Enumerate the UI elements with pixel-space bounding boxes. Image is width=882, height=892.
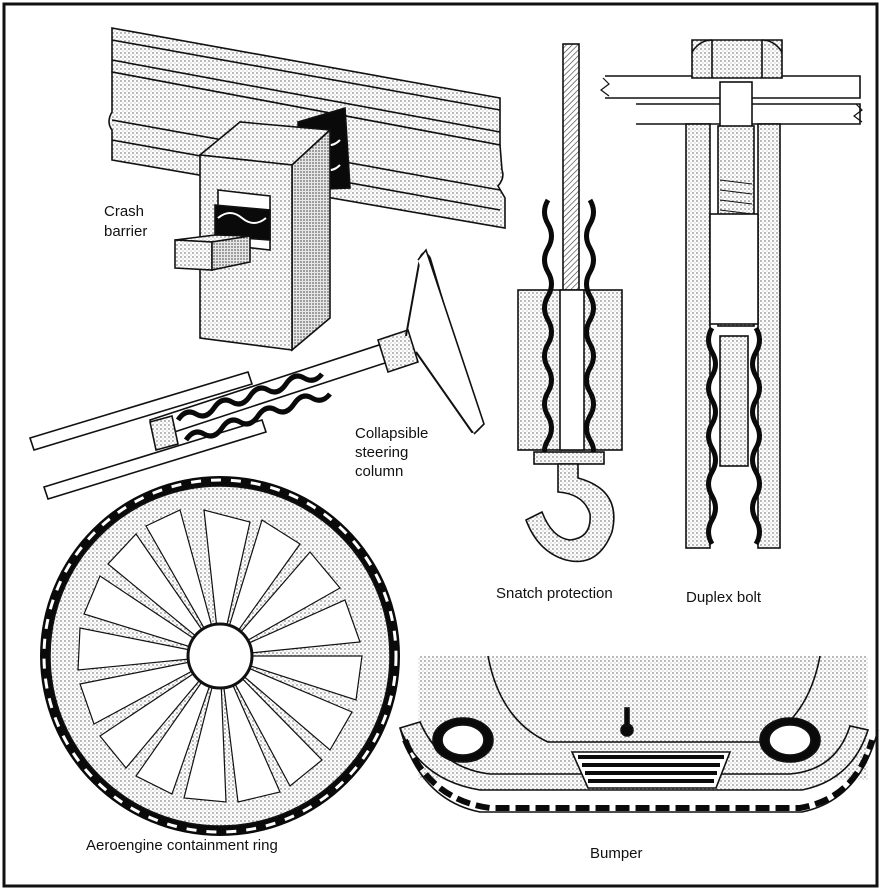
- aeroengine-ring-label: Aeroengine containment ring: [86, 837, 278, 854]
- snatch-protection-label: Snatch protection: [496, 585, 613, 602]
- crash-barrier-drawing: [108, 27, 506, 352]
- snatch-protection-drawing: [517, 43, 623, 563]
- crash-barrier-label-line2: barrier: [104, 223, 147, 240]
- steering-column-drawing: [28, 248, 485, 500]
- bumper-drawing: [398, 655, 879, 813]
- duplex-bolt-drawing: [600, 39, 863, 549]
- steering-column-label-line1: Collapsible: [355, 425, 428, 442]
- crash-barrier-label-line1: Crash: [104, 203, 144, 220]
- steering-column-label-line2: steering: [355, 444, 408, 461]
- aeroengine-ring-drawing: [40, 476, 400, 836]
- duplex-bolt-label: Duplex bolt: [686, 589, 762, 606]
- bumper-label: Bumper: [590, 845, 643, 862]
- steering-column-label-line3: column: [355, 463, 403, 480]
